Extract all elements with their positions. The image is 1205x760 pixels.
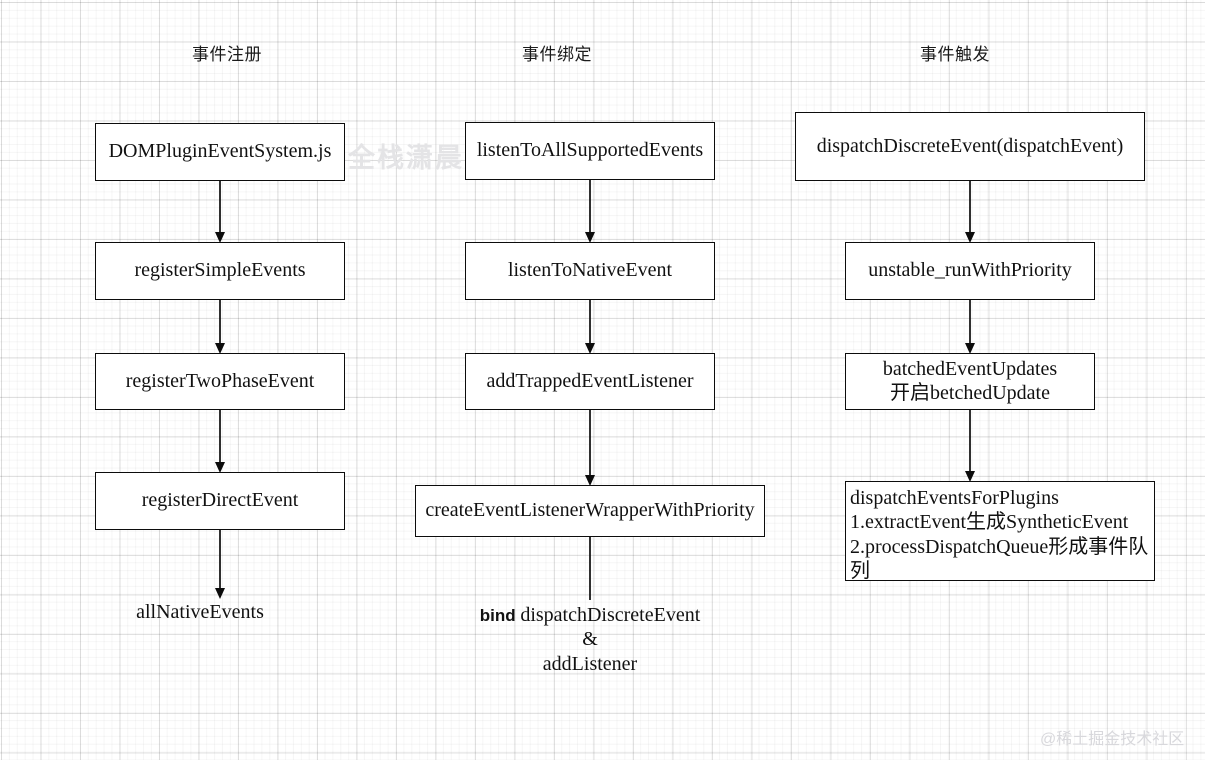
node-register-direct-event[interactable]: registerDirectEvent — [95, 472, 345, 530]
column-header-event-trigger: 事件触发 — [920, 45, 990, 64]
node-batched-event-updates[interactable]: batchedEventUpdates 开启betchedUpdate — [845, 353, 1095, 410]
node-register-two-phase-event[interactable]: registerTwoPhaseEvent — [95, 353, 345, 410]
node-dispatch-discrete-event[interactable]: dispatchDiscreteEvent(dispatchEvent) — [795, 112, 1145, 181]
arrow-listen-native-to-trapped — [585, 300, 595, 354]
bind-target-label: dispatchDiscreteEvent & addListener — [520, 604, 701, 675]
arrow-two-phase-to-direct — [215, 410, 225, 473]
node-listen-to-native-event[interactable]: listenToNativeEvent — [465, 242, 715, 300]
arrow-direct-to-all-native-events — [215, 530, 225, 599]
node-unstable-run-with-priority[interactable]: unstable_runWithPriority — [845, 242, 1095, 300]
bind-keyword: bind — [479, 606, 521, 625]
arrow-dom-to-register-simple — [215, 181, 225, 243]
node-create-event-listener-wrapper-with-priority[interactable]: createEventListenerWrapperWithPriority — [415, 485, 765, 537]
node-listen-to-all-supported-events[interactable]: listenToAllSupportedEvents — [465, 122, 715, 180]
arrow-register-simple-to-two-phase — [215, 300, 225, 354]
node-dom-plugin-event-system[interactable]: DOMPluginEventSystem.js — [95, 123, 345, 181]
node-dispatch-events-for-plugins[interactable]: dispatchEventsForPlugins 1.extractEvent生… — [845, 481, 1155, 582]
leaf-all-native-events: allNativeEvents — [136, 601, 264, 623]
node-register-simple-events[interactable]: registerSimpleEvents — [95, 242, 345, 300]
column-header-event-binding: 事件绑定 — [522, 45, 592, 64]
watermark-author: 全栈潇晨 — [348, 143, 464, 173]
arrow-dispatch-to-unstable — [965, 181, 975, 243]
arrow-batched-to-dispatch-plugins — [965, 410, 975, 482]
arrow-listen-all-to-native — [585, 180, 595, 243]
arrow-unstable-to-batched — [965, 300, 975, 354]
node-add-trapped-event-listener[interactable]: addTrappedEventListener — [465, 353, 715, 410]
column-header-event-registration: 事件注册 — [192, 45, 262, 64]
watermark-site: @稀土掘金技术社区 — [1040, 731, 1185, 748]
arrow-trapped-to-create-wrapper — [585, 410, 595, 486]
leaf-bind-dispatch-discrete-event: bind dispatchDiscreteEvent & addListener — [460, 603, 720, 676]
